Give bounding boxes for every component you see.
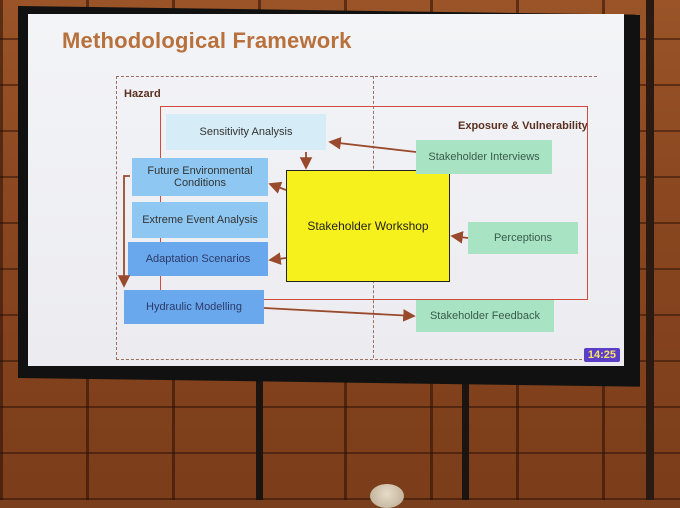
stakeholder-workshop-box: Stakeholder Workshop [286,170,450,282]
future-environmental-box: Future Environmental Conditions [132,158,268,196]
exposure-label: Exposure & Vulnerability [458,120,588,132]
audience-head [370,484,404,508]
sensitivity-analysis-box: Sensitivity Analysis [166,114,326,150]
hazard-region [116,76,597,360]
stakeholder-feedback-box: Stakeholder Feedback [416,300,554,332]
session-clock: 14:25 [583,348,620,362]
stakeholder-interviews-box: Stakeholder Interviews [416,140,552,174]
flow-arrows [117,136,469,322]
perceptions-box: Perceptions [468,222,578,254]
hazard-label: Hazard [124,88,161,100]
slide-title: Methodological Framework [62,28,352,53]
adaptation-scenarios-box: Adaptation Scenarios [128,242,268,276]
support-post-left [256,376,263,500]
support-post-edge [646,0,654,500]
hydraulic-modelling-box: Hydraulic Modelling [124,290,264,324]
projection-screen: Methodological Framework Hazard Exposure… [28,14,624,366]
extreme-event-box: Extreme Event Analysis [132,202,268,238]
support-post-right [462,376,469,500]
